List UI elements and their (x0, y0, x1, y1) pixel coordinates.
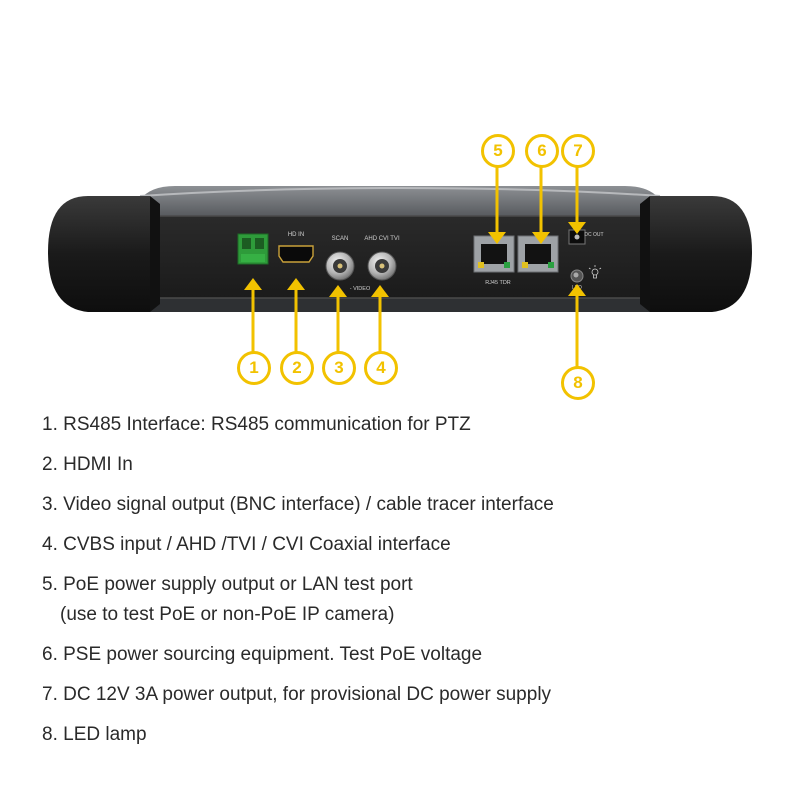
video-label: - VIDEO (350, 286, 371, 292)
legend-text: 2. HDMI In (42, 454, 133, 475)
feature-legend: 1. RS485 Interface: RS485 communication … (42, 410, 782, 760)
legend-item-2: 2. HDMI In (42, 450, 782, 480)
device-diagram: HD IN SCAN AHD CVI TVI - VIDEO RJ45 TDR … (48, 166, 752, 368)
callout-2: 2 (280, 351, 314, 385)
dc-label: DC OUT (584, 232, 603, 238)
callout-3: 3 (322, 351, 356, 385)
callout-7: 7 (561, 134, 595, 168)
legend-text: 5. PoE power supply output or LAN test p… (42, 574, 413, 595)
scan-label: SCAN (332, 236, 349, 242)
legend-item-6: 6. PSE power sourcing equipment. Test Po… (42, 640, 782, 670)
callout-4: 4 (364, 351, 398, 385)
rj45-port-6 (517, 235, 559, 273)
rs485-terminal (237, 233, 269, 265)
callout-6: 6 (525, 134, 559, 168)
bnc-scan-port: SCAN (325, 236, 355, 281)
legend-text: 4. CVBS input / AHD /TVI / CVI Coaxial i… (42, 534, 451, 555)
callout-lines (244, 166, 586, 368)
bnc-ahd-port: AHD CVI TVI - VIDEO (350, 236, 400, 292)
legend-text-continued: (use to test PoE or non-PoE IP camera) (60, 604, 395, 625)
callout-8: 8 (561, 366, 595, 400)
left-bumper (48, 196, 160, 312)
callout-5: 5 (481, 134, 515, 168)
legend-item-4: 4. CVBS input / AHD /TVI / CVI Coaxial i… (42, 530, 782, 560)
device-body (128, 186, 672, 312)
legend-text: 8. LED lamp (42, 724, 147, 745)
right-bumper (640, 196, 752, 312)
hdmi-label: HD IN (288, 232, 304, 238)
rj45-label: RJ45 TDR (485, 280, 511, 286)
legend-item-5: 5. PoE power supply output or LAN test p… (42, 570, 782, 630)
callout-1: 1 (237, 351, 271, 385)
legend-text: 6. PSE power sourcing equipment. Test Po… (42, 644, 483, 665)
legend-text: 7. DC 12V 3A power output, for provision… (42, 684, 552, 705)
legend-text: 1. RS485 Interface: RS485 communication … (42, 414, 471, 435)
legend-item-8: 8. LED lamp (42, 720, 782, 750)
legend-item-1: 1. RS485 Interface: RS485 communication … (42, 410, 782, 440)
legend-item-3: 3. Video signal output (BNC interface) /… (42, 490, 782, 520)
rj45-port-5 (473, 235, 515, 273)
dc-output-port: DC OUT (568, 229, 604, 245)
bulb-icon (588, 265, 602, 279)
ahd-label: AHD CVI TVI (364, 236, 400, 242)
hdmi-port: HD IN (278, 232, 314, 263)
legend-text: 3. Video signal output (BNC interface) /… (42, 494, 554, 515)
legend-item-7: 7. DC 12V 3A power output, for provision… (42, 680, 782, 710)
